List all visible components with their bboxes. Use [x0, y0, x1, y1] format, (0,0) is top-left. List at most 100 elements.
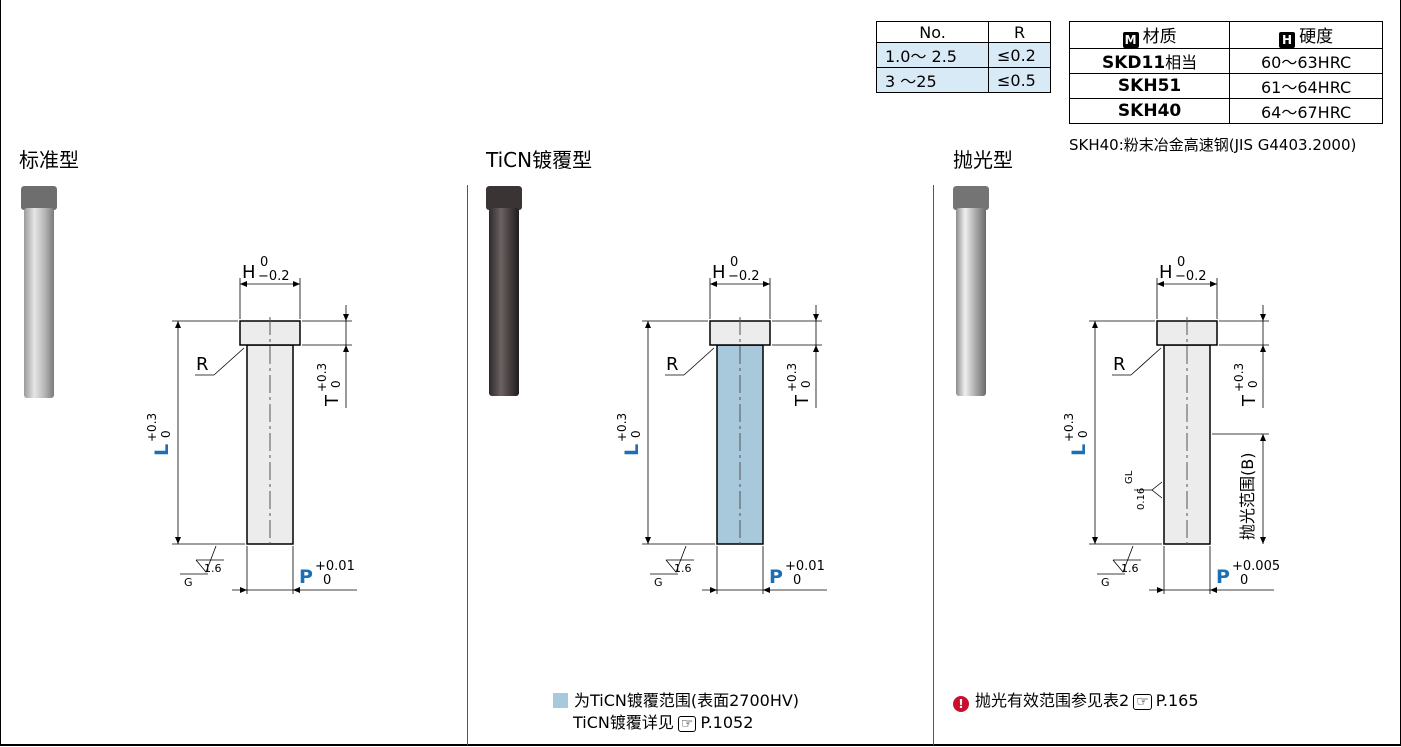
l-tolerance-top: +0.3 [145, 413, 159, 442]
p-tolerance-bottom: 0 [1240, 573, 1248, 588]
material-note: SKH40:粉末冶金高速钢(JIS G4403.2000) [1069, 136, 1357, 154]
p-tolerance-top: +0.01 [315, 559, 355, 574]
arrow-head [813, 314, 819, 321]
l-tolerance-top: +0.3 [1062, 413, 1076, 442]
hand-pointer-icon: ☞ [677, 716, 697, 732]
section-title-polished: 抛光型 [953, 148, 1013, 172]
t-label: T [792, 394, 813, 407]
arrow-head [1210, 587, 1217, 593]
t-tolerance-top: +0.3 [1232, 363, 1246, 392]
pin-photo-polished [953, 186, 989, 396]
roughness-grade: G [654, 576, 663, 589]
t-label: T [1239, 394, 1260, 407]
l-tolerance-bottom: 0 [159, 430, 173, 438]
section-divider-1 [467, 185, 468, 745]
section-divider-2 [933, 185, 934, 745]
r-table-cell: 3 ～25 [876, 67, 989, 93]
arrow-head [645, 537, 651, 544]
r-table-cell: ≤0.5 [988, 67, 1051, 93]
polish-roughness-grade: GL [1124, 470, 1135, 484]
l-tolerance-top: +0.3 [615, 413, 629, 442]
pin-photo-standard [21, 186, 57, 398]
l-label: L [621, 444, 643, 456]
t-label: T [322, 394, 343, 407]
arrow-head [1157, 281, 1164, 287]
pin-photo-ticn [486, 186, 522, 396]
roughness-symbol [1112, 545, 1134, 573]
t-tolerance-bottom: 0 [1246, 380, 1260, 388]
arrow-head [1210, 281, 1217, 287]
arrow-head [1260, 537, 1266, 544]
r-table-header-r: R [988, 21, 1051, 43]
arrow-head [1092, 537, 1098, 544]
material-badge-icon: M [1122, 32, 1139, 48]
arrow-head [343, 314, 349, 321]
h-tolerance-bottom: −0.2 [1175, 269, 1207, 284]
arrow-head [763, 587, 770, 593]
l-label: L [1068, 444, 1090, 456]
arrow-head [1260, 434, 1266, 441]
material-cell: SKH40 [1068, 98, 1231, 124]
roughness-symbol [665, 545, 687, 573]
l-label: L [151, 444, 173, 456]
warning-icon: ! [953, 696, 969, 712]
r-leader [1130, 347, 1162, 376]
hand-pointer-icon: ☞ [1133, 694, 1152, 710]
arrow-head [175, 537, 181, 544]
roughness-value: 1.6 [1121, 562, 1139, 575]
l-tolerance-bottom: 0 [1076, 430, 1090, 438]
r-table: No. R 1.0～ 2.5 ≤0.2 3 ～25 ≤0.5 [876, 21, 1051, 93]
t-tolerance-bottom: 0 [799, 380, 813, 388]
page-ref-link[interactable]: P.165 [1155, 691, 1199, 710]
material-cell: SKH51 [1068, 73, 1231, 99]
p-label: P [1216, 566, 1230, 588]
arrow-head [1092, 321, 1098, 328]
p-tolerance-top: +0.005 [1232, 559, 1280, 574]
p-label: P [769, 566, 783, 588]
hardness-cell: 60～63HRC [1229, 48, 1383, 74]
arrow-head [1260, 314, 1266, 321]
p-tolerance-bottom: 0 [793, 573, 801, 588]
arrow-head [240, 281, 247, 287]
section-title-standard: 标准型 [19, 148, 79, 172]
roughness-symbol [195, 545, 217, 573]
r-label: R [1113, 354, 1126, 375]
h-label: H [1159, 262, 1173, 283]
t-tolerance-top: +0.3 [785, 363, 799, 392]
l-tolerance-bottom: 0 [629, 430, 643, 438]
t-tolerance-bottom: 0 [329, 380, 343, 388]
roughness-grade: G [184, 576, 193, 589]
arrow-head [763, 281, 770, 287]
arrow-head [1260, 345, 1266, 352]
arrow-head [710, 281, 717, 287]
ticn-note: 为TiCN镀覆范围(表面2700HV) TiCN镀覆详见☞P.1052 [553, 690, 799, 734]
arrow-head [813, 345, 819, 352]
polish-roughness-value: 0.16 [1136, 488, 1147, 510]
page-ref-link[interactable]: P.1052 [700, 713, 754, 732]
roughness-value: 1.6 [674, 562, 692, 575]
bottom-rule [0, 744, 1401, 746]
h-label: H [712, 262, 726, 283]
r-table-header-no: No. [876, 21, 989, 43]
arrow-head [240, 587, 247, 593]
p-tolerance-bottom: 0 [323, 573, 331, 588]
roughness-value: 1.6 [204, 562, 222, 575]
polish-range-label: 抛光范围(B) [1238, 453, 1257, 540]
polish-roughness-symbol [1151, 481, 1163, 499]
roughness-grade: G [1101, 576, 1110, 589]
r-leader [683, 347, 715, 376]
hardness-cell: 61～64HRC [1229, 73, 1383, 99]
arrow-head [645, 321, 651, 328]
section-title-ticn: TiCN镀覆型 [486, 148, 593, 172]
